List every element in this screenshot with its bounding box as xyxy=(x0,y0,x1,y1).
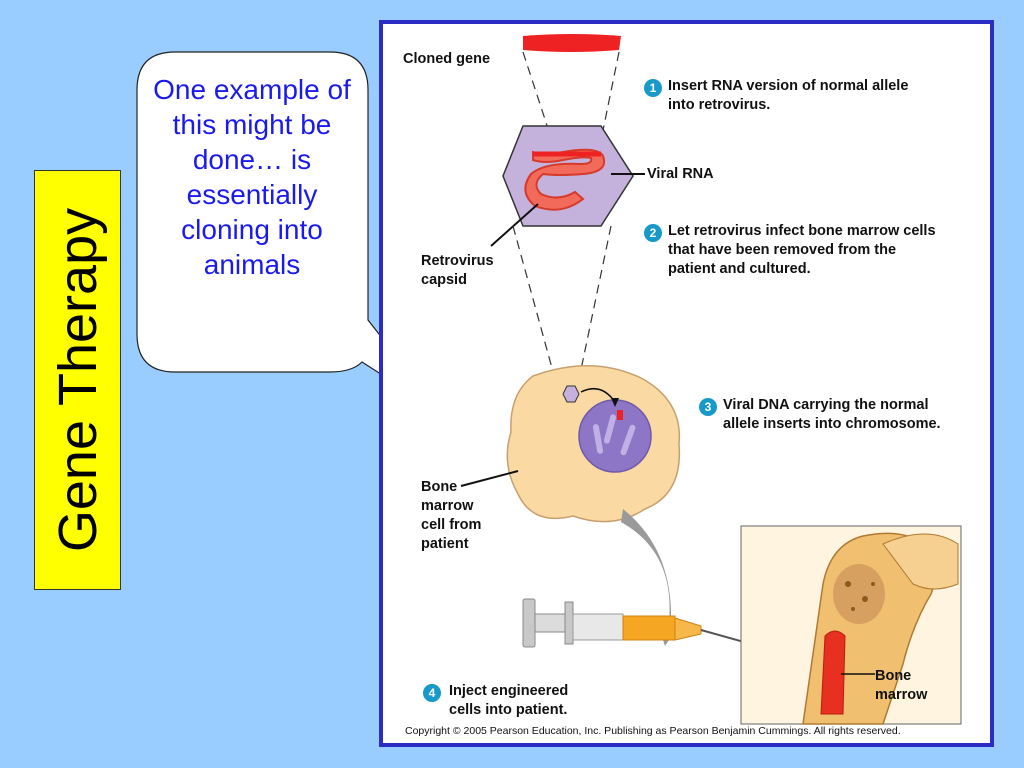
cloned-gene-label: Cloned gene xyxy=(403,51,491,67)
step-1-text: Insert RNA version of normal allele into… xyxy=(668,78,909,113)
retrovirus-capsid-shape xyxy=(502,125,634,227)
copyright-notice: Copyright © 2005 Pearson Education, Inc.… xyxy=(405,725,901,737)
virus-particle-shape xyxy=(562,385,580,403)
bone-marrow-cell-label: Bone marrow cell from patient xyxy=(421,479,482,552)
transfer-arrow xyxy=(621,509,681,646)
step-4-text: Inject engineered cells into patient. xyxy=(449,683,569,718)
viral-rna-shape xyxy=(524,148,605,211)
syringe-shape xyxy=(522,598,824,665)
nucleus-shape xyxy=(578,399,652,473)
step-2-text: Let retrovirus infect bone marrow cells … xyxy=(668,223,936,277)
cloned-gene-bar xyxy=(523,34,621,52)
retrovirus-capsid-label: Retrovirus capsid xyxy=(421,253,494,288)
step-1-badge: 1 xyxy=(644,79,662,97)
step-3-text: Viral DNA carrying the normal allele ins… xyxy=(723,397,941,432)
figure-panel: Cloned gene Viral RNA Retrovirus capsid … xyxy=(379,20,994,747)
gene-therapy-illustration xyxy=(460,34,962,725)
step-3-badge: 3 xyxy=(699,398,717,416)
viral-rna-label: Viral RNA xyxy=(647,166,714,182)
step-2-badge: 2 xyxy=(644,224,662,242)
bone-marrow-label: Bone marrow xyxy=(875,668,928,703)
step-4-badge: 4 xyxy=(423,684,441,702)
slide-title-box: Gene Therapy xyxy=(34,170,121,590)
callout-text: One example of this might be done… is es… xyxy=(153,74,351,280)
